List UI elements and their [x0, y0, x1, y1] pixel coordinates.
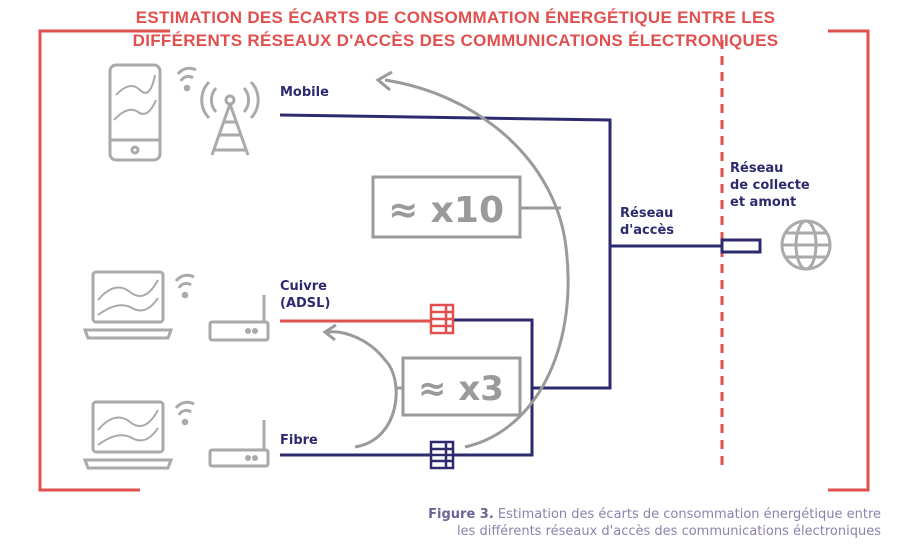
caption-prefix: Figure 3. [428, 507, 494, 522]
smartphone-icon [108, 63, 162, 162]
figure-caption: Figure 3. Estimation des écarts de conso… [428, 506, 881, 540]
core-label-line-2: de collecte [730, 178, 810, 193]
adsl-label: (ADSL) [280, 296, 331, 311]
adsl-modem-icon [208, 295, 270, 342]
wifi-icon [176, 66, 197, 92]
wifi-icon [174, 273, 195, 299]
caption-line-2: les différents réseaux d'accès des commu… [456, 524, 881, 539]
title-line-1: ESTIMATION DES ÉCARTS DE CONSOMMATION ÉN… [135, 8, 776, 27]
x3-factor-box [401, 356, 522, 417]
network-gateway-icon [720, 238, 762, 254]
x3-factor-label: ≈ x3 [418, 369, 504, 409]
x10-factor-box [371, 175, 522, 239]
core-label-line-3: et amont [730, 195, 797, 210]
laptop-icon [82, 270, 174, 340]
mobile-label: Mobile [280, 85, 329, 100]
copper-backhaul-link [453, 318, 534, 457]
core-network-label: Réseau de collecte et amont [730, 160, 810, 211]
mobile-comparison-arrow [384, 78, 570, 449]
x10-factor-label: ≈ x10 [388, 190, 504, 231]
access-network-label: Réseau d'accès [620, 205, 674, 239]
cell-tower-icon [200, 80, 260, 156]
copper-connector-icon [429, 303, 455, 335]
fibre-modem-icon [208, 420, 270, 468]
laptop-icon [82, 400, 174, 470]
globe-icon [780, 219, 832, 271]
arrowhead-icon [375, 70, 393, 92]
access-label-line-2: d'accès [620, 223, 675, 238]
mobile-link [279, 113, 612, 390]
caption-line-1: Estimation des écarts de consommation én… [497, 507, 881, 522]
arrowhead-icon [322, 323, 337, 342]
copper-comparison-arrow [327, 330, 398, 449]
diagram-title: ESTIMATION DES ÉCARTS DE CONSOMMATION ÉN… [0, 6, 911, 52]
fibre-connector-icon [429, 440, 455, 470]
access-label-line-1: Réseau [620, 206, 674, 221]
title-line-2: DIFFÉRENTS RÉSEAUX D'ACCÈS DES COMMUNICA… [132, 31, 779, 50]
fibre-label: Fibre [280, 433, 318, 448]
left-bracket [38, 29, 170, 492]
right-bracket [828, 29, 870, 492]
wifi-icon [174, 400, 195, 426]
core-label-line-1: Réseau [730, 161, 784, 176]
cuivre-label: Cuivre [280, 279, 327, 294]
